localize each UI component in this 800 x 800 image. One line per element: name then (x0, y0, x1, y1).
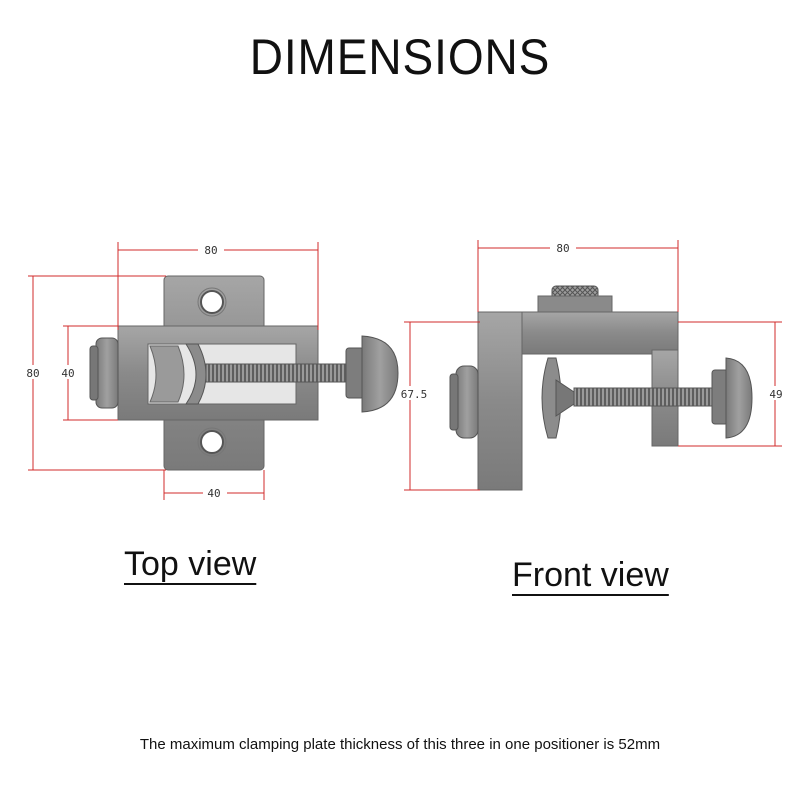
front-height-dimension: 67.5 (401, 388, 428, 401)
top-view-label: Top view (124, 545, 257, 583)
front-width-dimension: 80 (556, 242, 569, 255)
top-view-part (89, 275, 399, 471)
top-jaw-dimension: 40 (61, 367, 74, 380)
top-base-dimension: 40 (207, 487, 220, 500)
top-width-dimension: 80 (204, 244, 217, 257)
caption-text: The maximum clamping plate thickness of … (139, 736, 661, 753)
front-view-label: Front view (512, 556, 669, 594)
top-height-dimension: 80 (26, 367, 39, 380)
front-view-part (449, 285, 753, 491)
page-title: DIMENSIONS (249, 29, 551, 85)
front-screw-dimension: 49 (769, 388, 782, 401)
front-view-dimensions (404, 240, 782, 491)
